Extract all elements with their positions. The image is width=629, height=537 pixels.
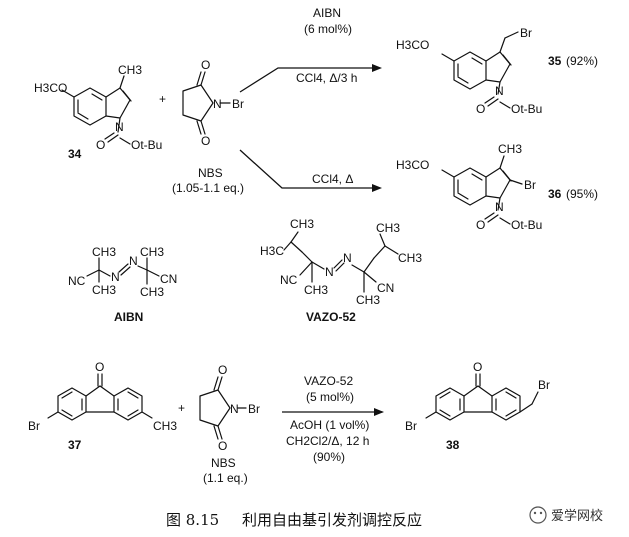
- nbs1-oxygen-top: O: [201, 58, 210, 72]
- wechat-watermark-icon: [529, 506, 547, 524]
- vazo52-methyl-right-top: CH3: [376, 221, 400, 235]
- compound-38-structure: [425, 373, 539, 421]
- nbs2-oxygen-top: O: [218, 363, 227, 377]
- vazo52-name: VAZO-52: [306, 310, 356, 324]
- reaction2-initiator: VAZO-52: [304, 374, 353, 388]
- aibn-methyl-top-left: CH3: [92, 245, 116, 259]
- compound-35-carbonyl-o: O: [476, 102, 485, 116]
- compound-38-benzyl-bromine: Br: [538, 378, 550, 392]
- compound-38-oxygen: O: [473, 360, 482, 374]
- reaction2-yield: (90%): [313, 450, 345, 464]
- upper-condition-initiator: AIBN: [313, 6, 341, 20]
- compound-36-structure: [441, 155, 523, 225]
- compound-36-carbonyl-o: O: [476, 218, 485, 232]
- nbs2-bromine: Br: [248, 402, 260, 416]
- lower-condition-solvent: CCl4, Δ: [312, 172, 353, 186]
- aibn-nitrile-right: CN: [160, 272, 177, 286]
- reaction2-loading: (5 mol%): [306, 390, 354, 404]
- figure-title: 利用自由基引发剂调控反应: [242, 511, 422, 529]
- compound-34-methoxy: H3CO: [34, 81, 67, 95]
- compound-34-label: 34: [68, 147, 82, 161]
- nbs2-oxygen-bottom: O: [218, 439, 227, 453]
- compound-35-methoxy: H3CO: [396, 38, 429, 52]
- nbs1-bromine: Br: [232, 97, 244, 111]
- aibn-methyl-bottom-right: CH3: [140, 285, 164, 299]
- nbs1-oxygen-bottom: O: [201, 134, 210, 148]
- compound-38-ring-bromine: Br: [405, 419, 417, 433]
- aibn-methyl-bottom-left: CH3: [92, 283, 116, 297]
- compound-34-structure: [61, 75, 132, 145]
- compound-37-structure: [47, 373, 153, 421]
- lower-reaction-arrow: [239, 149, 378, 189]
- compound-34-carbonyl-o: O: [96, 138, 105, 152]
- vazo52-methyl-bottom-left: CH3: [304, 283, 328, 297]
- reaction1-plus: +: [159, 92, 166, 106]
- vazo52-methyl-right: CH3: [398, 251, 422, 265]
- compound-36-label: 36: [548, 187, 562, 201]
- aibn-nitrile-left: NC: [68, 274, 86, 288]
- compound-37-bromine: Br: [28, 419, 40, 433]
- upper-condition-loading: (6 mol%): [304, 22, 352, 36]
- nbs2-name: NBS: [211, 456, 236, 470]
- compound-35-yield: (92%): [566, 54, 598, 68]
- compound-34-nitrogen: N: [115, 120, 124, 134]
- nbs2-nitrogen: N: [230, 402, 239, 416]
- upper-arrowhead: [372, 64, 382, 72]
- vazo52-azo-n2: N: [343, 251, 352, 265]
- nbs-structure-2: [199, 376, 247, 440]
- upper-condition-solvent: CCl4, Δ/3 h: [296, 71, 357, 85]
- compound-34-otbu: Ot-Bu: [131, 138, 162, 152]
- compound-36-nitrogen: N: [495, 200, 504, 214]
- reaction2-additive: AcOH (1 vol%): [290, 418, 369, 432]
- vazo52-nitrile-left: NC: [280, 273, 298, 287]
- compound-36-methoxy: H3CO: [396, 158, 429, 172]
- aibn-structure: [86, 257, 160, 285]
- aibn-methyl-top-right: CH3: [140, 245, 164, 259]
- nbs1-equivalents: (1.05-1.1 eq.): [172, 181, 244, 195]
- vazo52-methyl-top: CH3: [290, 217, 314, 231]
- vazo52-azo-n1: N: [325, 265, 334, 279]
- compound-36-otbu: Ot-Bu: [511, 218, 542, 232]
- vazo52-structure: [283, 231, 399, 293]
- reaction2-solvent-time: CH2Cl2/Δ, 12 h: [286, 434, 369, 448]
- aibn-azo-n1: N: [111, 270, 120, 284]
- compound-35-bromine: Br: [520, 26, 532, 40]
- compound-35-label: 35: [548, 54, 562, 68]
- aibn-azo-n2: N: [129, 254, 138, 268]
- aibn-name: AIBN: [114, 310, 143, 324]
- compound-36-methyl: CH3: [498, 142, 522, 156]
- lower-arrowhead: [372, 184, 382, 192]
- figure-number: 图 8.15: [166, 511, 219, 529]
- vazo52-methyl-bottom-right: CH3: [356, 293, 380, 307]
- compound-37-methyl: CH3: [153, 419, 177, 433]
- nbs2-equivalents: (1.1 eq.): [203, 471, 248, 485]
- compound-35-nitrogen: N: [495, 84, 504, 98]
- nbs1-name: NBS: [198, 166, 223, 180]
- watermark-text: 爱学网校: [551, 508, 603, 524]
- upper-reaction-arrow: [239, 67, 378, 93]
- vazo52-methyl-left: H3C: [260, 244, 284, 258]
- reaction2-arrowhead: [374, 408, 384, 416]
- nbs1-nitrogen: N: [213, 97, 222, 111]
- compound-38-label: 38: [446, 438, 460, 452]
- compound-36-yield: (95%): [566, 187, 598, 201]
- reaction2-plus: +: [178, 401, 185, 415]
- compound-35-structure: [441, 31, 519, 109]
- compound-36-bromine: Br: [524, 178, 536, 192]
- compound-37-label: 37: [68, 438, 82, 452]
- vazo52-nitrile-right: CN: [377, 281, 394, 295]
- compound-34-methyl: CH3: [118, 63, 142, 77]
- compound-35-otbu: Ot-Bu: [511, 102, 542, 116]
- nbs-structure-1: [182, 71, 231, 135]
- compound-37-oxygen: O: [95, 360, 104, 374]
